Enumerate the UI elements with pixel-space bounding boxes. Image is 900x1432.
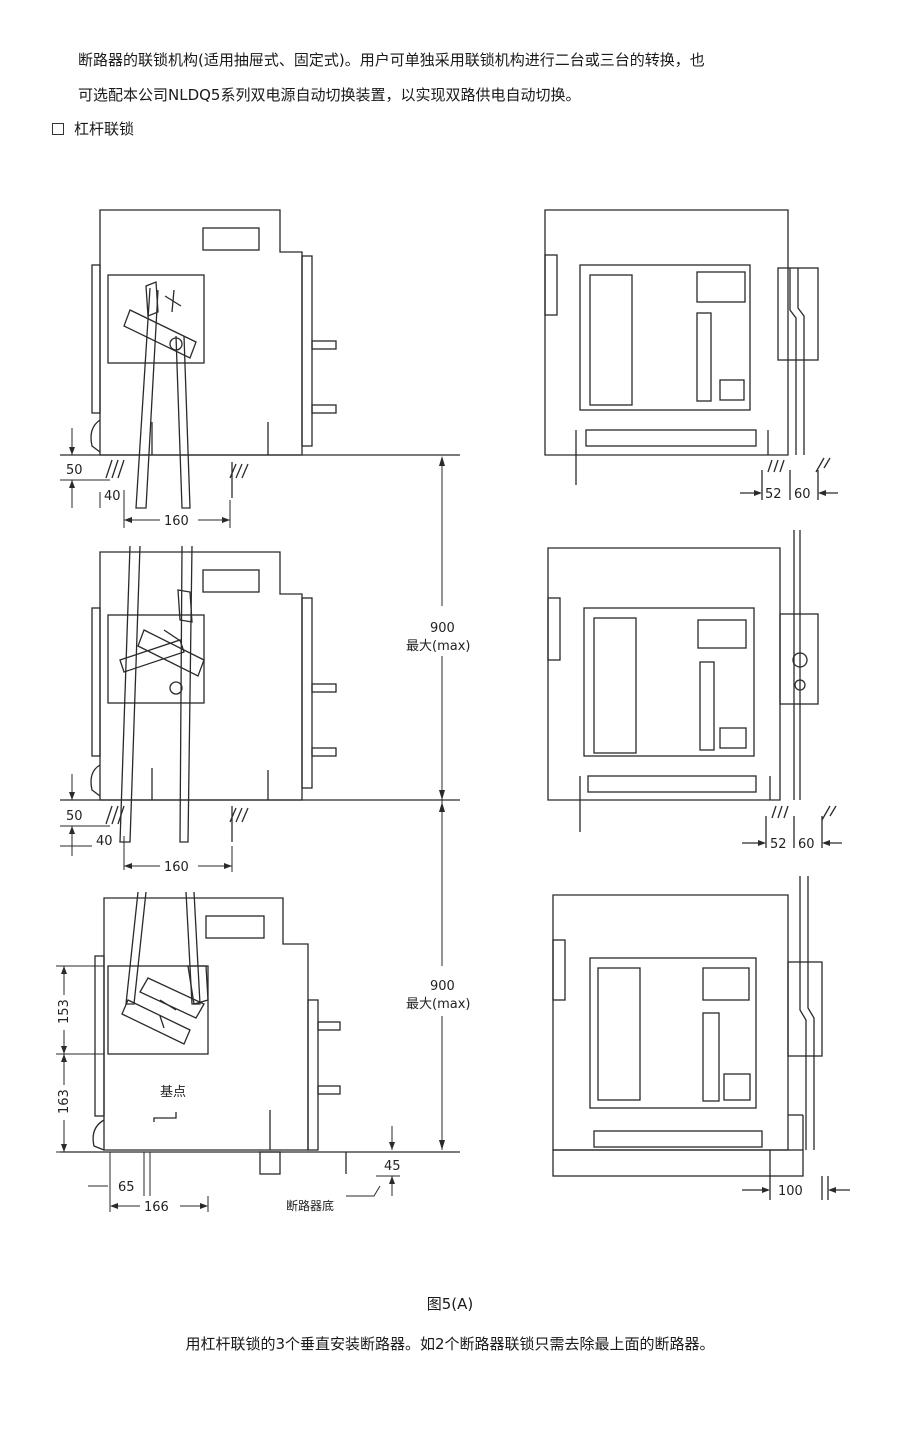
dim-160-middle: 160 — [164, 860, 189, 875]
side-view-bottom — [60, 891, 460, 1175]
dim-50-middle: 50 — [66, 809, 83, 824]
intro-line-1: 断路器的联锁机构(适用抽屉式、固定式)。用户可单独采用联锁机构进行二台或三台的转… — [78, 51, 705, 69]
arrow-heads — [61, 447, 836, 1209]
figure-description: 用杠杆联锁的3个垂直安装断路器。如2个断路器联锁只需去除最上面的断路器。 — [185, 1335, 715, 1353]
front-view-bottom — [552, 876, 850, 1200]
dim-900-lower: 900 — [430, 979, 455, 994]
dim-166: 166 — [144, 1200, 169, 1215]
dim-153: 153 — [57, 999, 72, 1024]
max-label-upper: 最大(max) — [406, 639, 470, 654]
dim-50-top: 50 — [66, 463, 83, 478]
section-heading: 杠杆联锁 — [52, 119, 134, 139]
base-point-label: 基点 — [160, 1085, 186, 1100]
intro-line-2: 可选配本公司NLDQ5系列双电源自动切换装置，以实现双路供电自动切换。 — [78, 86, 581, 104]
dimension-lines — [56, 428, 443, 1212]
dim-163: 163 — [57, 1089, 72, 1114]
dim-45: 45 — [384, 1159, 401, 1174]
dim-65: 65 — [118, 1180, 135, 1195]
checkbox-icon — [52, 123, 64, 135]
side-view-top — [60, 209, 460, 509]
section-title: 杠杆联锁 — [74, 120, 135, 138]
dim-60-middle: 60 — [798, 837, 815, 852]
front-view-middle — [547, 530, 842, 848]
dim-52-top: 52 — [765, 487, 782, 502]
front-view-top — [544, 209, 838, 500]
dim-60-top: 60 — [794, 487, 811, 502]
dim-900-upper: 900 — [430, 621, 455, 636]
dim-52-middle: 52 — [770, 837, 787, 852]
dim-40-middle: 40 — [96, 834, 113, 849]
dim-100: 100 — [778, 1184, 803, 1199]
breaker-bottom-label: 断路器底 — [286, 1198, 334, 1213]
max-label-lower: 最大(max) — [406, 997, 470, 1012]
figure-label: 图5(A) — [426, 1295, 474, 1313]
dim-160-top: 160 — [164, 514, 189, 529]
side-view-middle — [60, 545, 460, 843]
dim-40-top: 40 — [104, 489, 121, 504]
